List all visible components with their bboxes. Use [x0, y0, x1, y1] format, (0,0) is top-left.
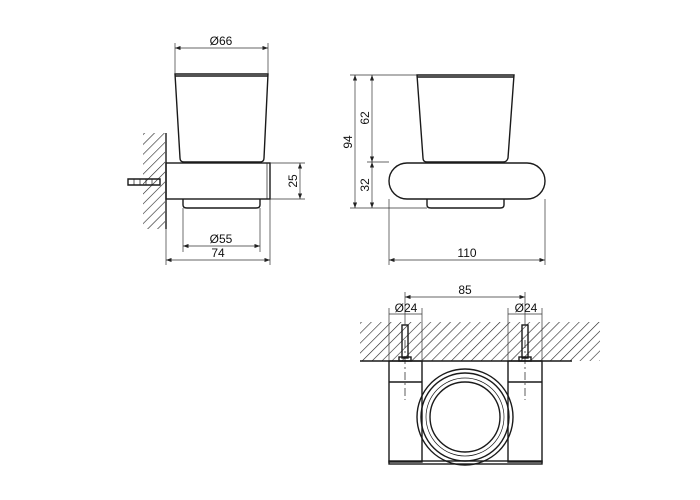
side-view-left: Ø66 25 Ø55 74	[127, 34, 305, 265]
holder-bottom	[182, 199, 261, 209]
cup-outline-front	[416, 74, 515, 163]
dim-cup-diameter: Ø66	[210, 34, 233, 48]
dim-depth: 74	[211, 246, 225, 260]
holder-body-front	[388, 162, 546, 200]
dim-mount-spacing: 85	[458, 283, 472, 297]
dim-base-height: 32	[358, 178, 372, 192]
dim-width: 110	[457, 246, 476, 260]
dim-mount-left-diameter: Ø24	[395, 301, 418, 315]
cup-ring-inner	[429, 381, 501, 453]
dim-total-height: 94	[341, 135, 355, 149]
dim-mount-right-diameter: Ø24	[515, 301, 538, 315]
top-view: 85 Ø24 Ø24	[360, 283, 600, 466]
dim-holder-height: 25	[286, 174, 300, 188]
wall-hatch	[143, 133, 165, 229]
front-view: 94 62 32 110	[341, 74, 546, 265]
wall-hatch-top	[360, 322, 600, 361]
cup-ring-outer	[416, 368, 514, 466]
screw-icon	[127, 178, 161, 186]
dim-cup-height: 62	[358, 111, 372, 125]
cup-outline	[174, 73, 269, 163]
holder-body	[165, 162, 271, 200]
dim-base-diameter: Ø55	[210, 232, 233, 246]
